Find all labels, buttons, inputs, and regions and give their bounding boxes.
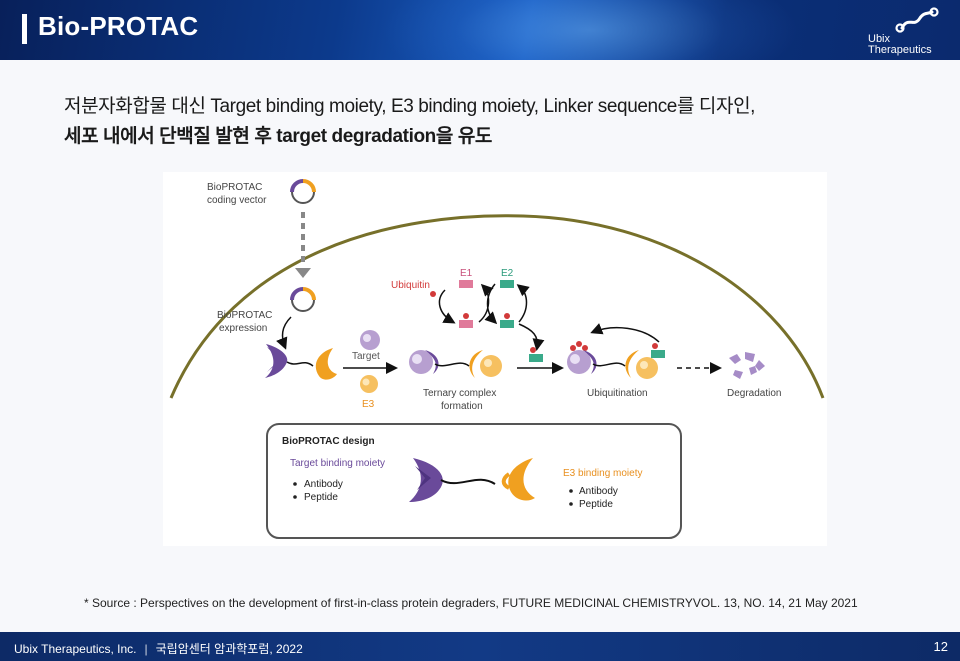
e2-charged-icon (500, 320, 514, 328)
logo-text: Ubix Therapeutics (868, 34, 932, 56)
bullet-target-2 (293, 495, 297, 499)
design-title: BioPROTAC design (282, 436, 375, 447)
design-e3-item-1: Antibody (579, 486, 618, 497)
e2-enzyme-icon (500, 280, 514, 288)
footer-company: Ubix Therapeutics, Inc. (14, 642, 137, 656)
vector-label-2: coding vector (207, 195, 267, 206)
e3-highlight (362, 378, 370, 386)
ubiquitin-label: Ubiquitin (391, 280, 430, 291)
vector-plasmid-icon (290, 179, 316, 204)
slide-header: Bio-PROTAC Ubix Therapeutics (0, 0, 960, 60)
expression-arrow (276, 316, 292, 350)
bioprotac-molecule-icon (265, 344, 337, 380)
e2-complex-ubiquitin (530, 347, 536, 353)
ubiquitin-transfer-arrow (590, 323, 660, 343)
logo-text-line1: Ubix (868, 33, 891, 45)
e1-label: E1 (460, 268, 473, 279)
e2-ubiquitin-dot (504, 313, 510, 319)
design-target-item-1: Antibody (304, 479, 343, 490)
footer-event: 국립암센터 암과학포럼, 2022 (155, 642, 303, 656)
slide-footer: Ubix Therapeutics, Inc. | 국립암센터 암과학포럼, 202… (0, 632, 960, 661)
target-highlight (363, 334, 371, 342)
cell-membrane (169, 214, 825, 399)
logo-mark-icon (895, 7, 939, 33)
e1-ubiquitin-dot (463, 313, 469, 319)
intro-text: 저분자화합물 대신 Target binding moiety, E3 bind… (64, 92, 924, 152)
target-label: Target (352, 351, 380, 362)
e1-charged-icon (459, 320, 473, 328)
design-bioprotac-icon (409, 458, 535, 502)
slide-title: Bio-PROTAC (38, 11, 199, 41)
footer-info: Ubix Therapeutics, Inc. | 국립암센터 암과학포럼, 202… (14, 640, 303, 657)
e1-enzyme-icon (459, 280, 473, 288)
degradation-fragments-icon (729, 352, 765, 379)
bioprotac-figure: BioPROTAC coding vector BioPROTAC expres… (163, 172, 827, 546)
e1-e2-arrow (478, 283, 494, 323)
bullet-e3-2 (569, 502, 573, 506)
footer-separator: | (144, 642, 148, 656)
e2-loop-arrow (484, 283, 498, 325)
intro-line-1: 저분자화합물 대신 Target binding moiety, E3 bind… (64, 96, 756, 117)
e3-ligase-icon (360, 375, 378, 393)
degradation-label: Degradation (727, 388, 781, 399)
design-target-heading: Target binding moiety (290, 458, 385, 469)
vector-arrow-head-icon (295, 268, 311, 278)
bullet-e3-1 (569, 489, 573, 493)
e1-loop-arrow (438, 289, 456, 324)
e3-label: E3 (362, 399, 375, 410)
page-number: 12 (933, 639, 948, 654)
vector-label-1: BioPROTAC (207, 182, 262, 193)
intro-line-2: 세포 내에서 단백질 발현 후 target degradation을 유도 (64, 126, 492, 147)
ubiquitination-complex-icon (567, 341, 665, 379)
design-e3-item-2: Peptide (579, 499, 613, 510)
expression-label-2: expression (219, 323, 267, 334)
bullet-target-1 (293, 482, 297, 486)
design-target-item-2: Peptide (304, 492, 338, 503)
expression-label-1: BioPROTAC (217, 310, 272, 321)
bioprotac-diagram: BioPROTAC coding vector BioPROTAC expres… (169, 179, 825, 539)
expression-plasmid-icon (290, 287, 316, 312)
source-citation: * Source : Perspectives on the developme… (84, 596, 858, 610)
ternary-label-2: formation (441, 401, 483, 412)
e2-to-complex-arrow (518, 323, 545, 351)
e2-complex-icon (529, 354, 543, 362)
title-accent-bar (22, 14, 27, 44)
logo-text-line2: Therapeutics (868, 44, 932, 56)
ternary-label-1: Ternary complex (423, 388, 496, 399)
design-e3-heading: E3 binding moiety (563, 468, 643, 479)
company-logo: Ubix Therapeutics (862, 6, 948, 56)
ubiquitin-icon (430, 291, 436, 297)
e2-label: E2 (501, 268, 514, 279)
ubiquitination-label: Ubiquitination (587, 388, 648, 399)
ternary-complex-icon (409, 350, 502, 378)
e2-return-arrow (516, 284, 530, 323)
